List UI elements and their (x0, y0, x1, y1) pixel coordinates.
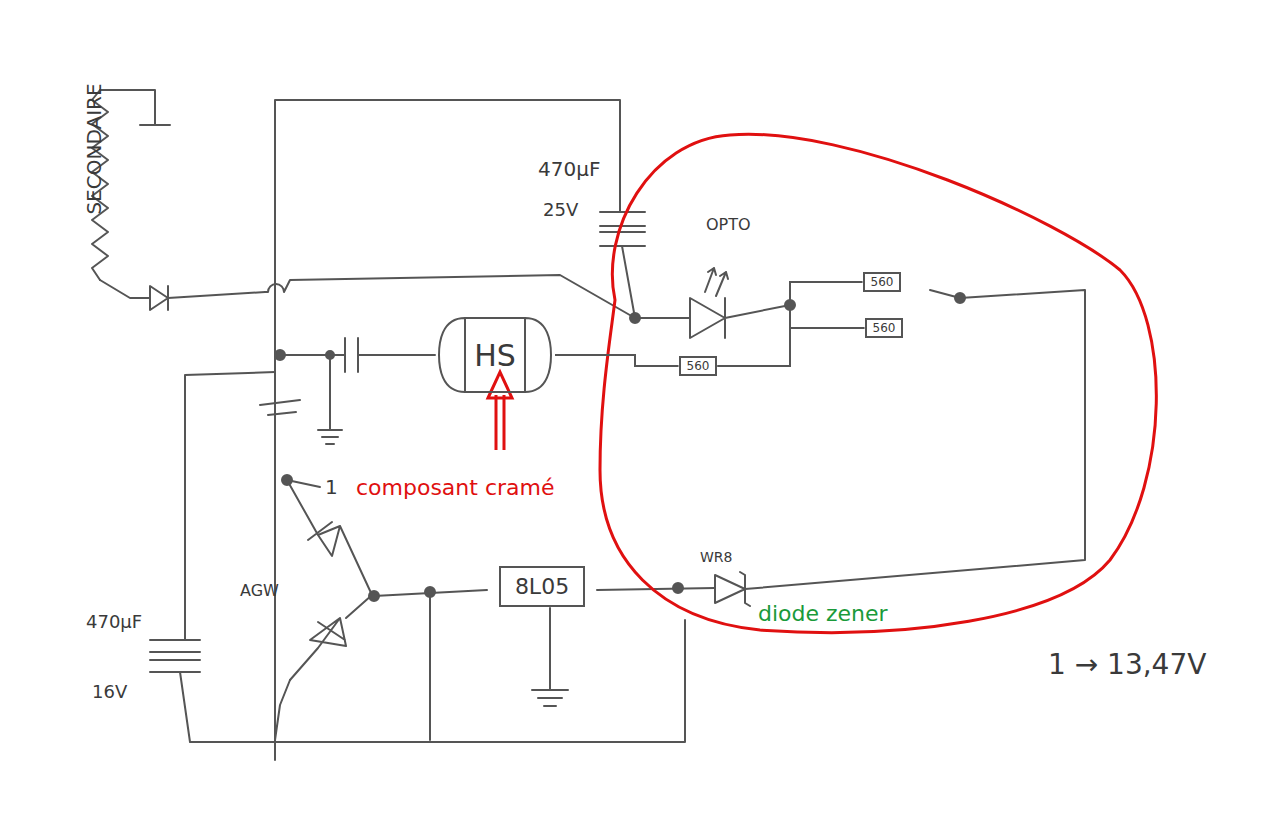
diode-symbol (290, 595, 372, 680)
wire (597, 588, 715, 590)
wire (275, 100, 620, 760)
resistor-symbol: 560 (863, 272, 902, 292)
node-text: HS (474, 338, 516, 373)
part-name: OPTO (706, 216, 751, 234)
voltage-rating: 25V (543, 200, 578, 220)
regulator-box: 8L05 (499, 566, 585, 607)
resistor-symbol: 560 (865, 318, 904, 338)
node-text: 560 (873, 321, 896, 335)
diode-symbol (100, 280, 265, 310)
zener-diode-symbol (715, 290, 1085, 606)
part-name: AGW (240, 582, 279, 600)
winding-label: SECONDAIRE (83, 83, 105, 214)
annotation-note: diode zener (758, 602, 888, 626)
wire (150, 372, 685, 742)
node-text: 560 (871, 275, 894, 289)
wire (265, 275, 635, 318)
ground-wire (100, 90, 170, 125)
highlight-outline (600, 134, 1156, 632)
annotation-note: composant cramé (356, 476, 555, 500)
voltage-note: 1 → 13,47V (1048, 650, 1206, 681)
resistor-symbol: 560 (679, 356, 718, 376)
part-name: WR8 (700, 550, 732, 565)
capacitor-value: 470µF (86, 612, 142, 632)
component-oval: HS (435, 314, 555, 396)
capacitor-value: 470µF (538, 158, 600, 180)
wire (374, 590, 487, 740)
annotation-arrow (488, 372, 512, 450)
led-symbol (635, 268, 790, 338)
voltage-rating: 16V (92, 682, 127, 702)
ground-symbol (532, 608, 568, 706)
wire-connector (717, 328, 864, 366)
wire (275, 338, 435, 372)
wire-connector (555, 355, 679, 366)
capacitor-symbol (260, 400, 300, 415)
pin-number: 1 (325, 476, 338, 498)
node-text: 560 (687, 359, 710, 373)
ground-symbol (318, 355, 342, 444)
node-text: 8L05 (515, 574, 569, 599)
wire (287, 480, 320, 487)
